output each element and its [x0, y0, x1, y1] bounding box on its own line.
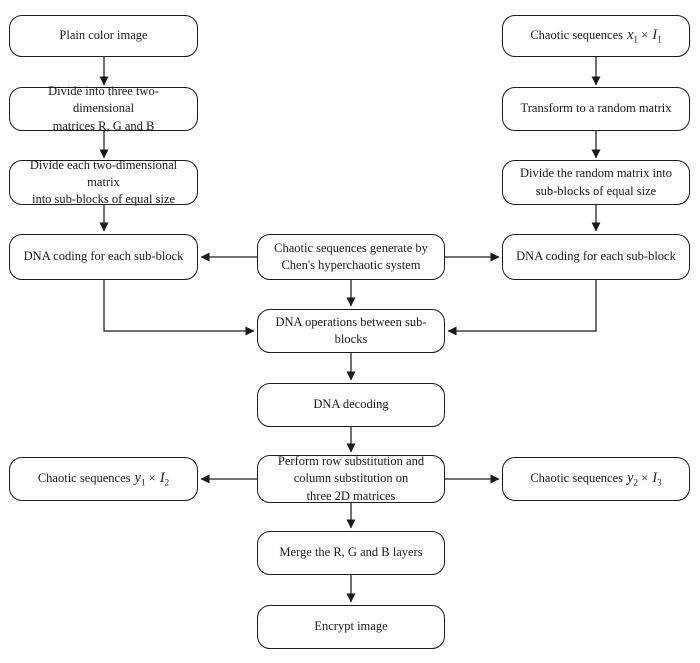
node-label: DNA coding for each sub-block [516, 249, 676, 264]
node-dna-coding-right: DNA coding for each sub-block [502, 234, 690, 280]
node-plain-color-image: Plain color image [9, 15, 198, 57]
node-dna-decoding: DNA decoding [257, 383, 445, 427]
node-transform-random-matrix: Transform to a random matrix [502, 87, 690, 131]
node-label: DNA operations between sub-blocks [275, 314, 427, 346]
node-label: Transform to a random matrix [520, 101, 672, 116]
node-label: DNA decoding [313, 397, 389, 412]
node-chaotic-sequences-y1: Chaotic sequences y1 × I2 [9, 457, 198, 501]
node-label: Merge the R, G and B layers [279, 545, 423, 560]
node-label: Plain color image [59, 28, 148, 43]
node-label: Chaotic sequences x1 × I1 [530, 27, 662, 45]
node-dna-operations: DNA operations between sub-blocks [257, 309, 445, 353]
node-merge-rgb-layers: Merge the R, G and B layers [257, 531, 445, 575]
node-label: DNA coding for each sub-block [23, 249, 184, 264]
node-encrypt-image: Encrypt image [257, 605, 445, 649]
node-label: Encrypt image [314, 619, 388, 634]
node-dna-coding-left: DNA coding for each sub-block [9, 234, 198, 280]
node-chaotic-sequences-y2: Chaotic sequences y2 × I3 [502, 457, 690, 501]
node-label: Chaotic sequences y2 × I3 [530, 470, 662, 488]
node-chaotic-sequences-x1: Chaotic sequences x1 × I1 [502, 15, 690, 57]
node-label: Chaotic sequences y1 × I2 [37, 470, 170, 488]
